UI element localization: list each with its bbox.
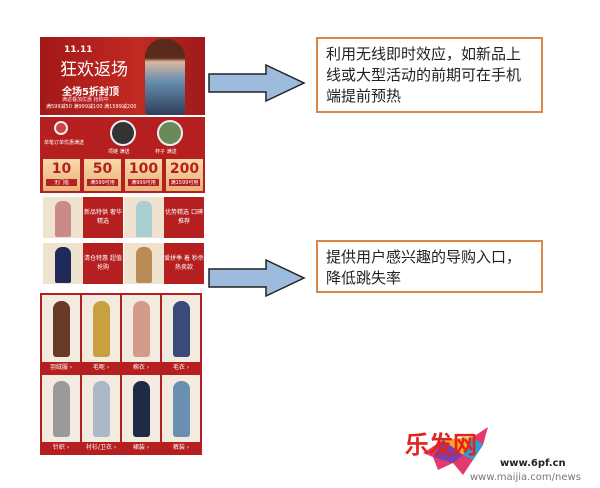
coupon-value: 100	[128, 161, 159, 177]
category-tile[interactable]: 衬衫/卫衣 ›	[82, 375, 120, 453]
gift-icon	[54, 121, 68, 135]
category-tile[interactable]: 羽绒服 ›	[42, 295, 80, 373]
model-image	[136, 247, 152, 283]
category-tile[interactable]: 裤装 ›	[162, 375, 200, 453]
category-label: 针织 ›	[42, 442, 80, 453]
coupon[interactable]: 10 无门槛	[43, 159, 80, 191]
model-image	[145, 39, 185, 115]
category-label: 衬衫/卫衣 ›	[82, 442, 120, 453]
callout-box: 提供用户感兴趣的导购入口，降低跳失率	[316, 240, 543, 293]
promo-tile[interactable]: 新品特供 奢华精选	[43, 197, 123, 238]
category-tile[interactable]: 针织 ›	[42, 375, 80, 453]
watermark-url: www.maijia.com/news	[470, 472, 581, 483]
coupon[interactable]: 200 满1599可用	[166, 159, 203, 191]
category-tile[interactable]: 裙装 ›	[122, 375, 160, 453]
banner-subtitle: 全场5折封顶	[62, 87, 119, 98]
coupon-note: 满1599可用	[169, 179, 200, 186]
category-tile[interactable]: 棉衣 ›	[122, 295, 160, 373]
category-tile[interactable]: 毛衣 ›	[162, 295, 200, 373]
tile-text: 清仓特惠 超值抢购	[83, 243, 123, 284]
category-label: 羽绒服 ›	[42, 362, 80, 373]
banner-note: 满返叠加优惠 抢购中	[62, 97, 109, 103]
arrow-right-icon	[208, 258, 306, 298]
promo-tile[interactable]: 清仓特惠 超值抢购	[43, 243, 123, 284]
promo-headline: 单笔订单优惠满送	[44, 140, 85, 146]
bull-logo-icon	[423, 427, 488, 475]
banner-coupons: 满599减50 满999减100 满1599减200	[46, 104, 137, 110]
category-label: 裤装 ›	[162, 442, 200, 453]
category-label: 毛呢 ›	[82, 362, 120, 373]
coupon-value: 50	[92, 161, 113, 177]
coupon-value: 200	[169, 161, 200, 177]
model-image	[136, 201, 152, 237]
promo-panel: 单笔订单优惠满送 项链 满送 杯子 满送 10 无门槛 50 满599可用 100 满…	[40, 117, 205, 193]
model-image	[93, 381, 110, 437]
coupon[interactable]: 100 满999可用	[125, 159, 162, 191]
necklace-image	[110, 120, 136, 146]
coupon-value: 10	[51, 161, 72, 177]
banner-date: 11.11	[64, 45, 93, 55]
model-image	[53, 301, 70, 357]
coupon-note: 满999可用	[128, 179, 159, 186]
watermark-brand: 乐发网	[405, 430, 477, 459]
promo-tile[interactable]: 爱拼季 着 秒杀热卖款	[124, 243, 204, 284]
promo-item: 杯子 满送	[155, 149, 177, 155]
model-image	[93, 301, 110, 357]
tile-text: 爱拼季 着 秒杀热卖款	[164, 243, 204, 284]
category-label: 裙装 ›	[122, 442, 160, 453]
coupon[interactable]: 50 满599可用	[84, 159, 121, 191]
cup-image	[157, 120, 183, 146]
model-image	[55, 247, 71, 283]
category-label: 棉衣 ›	[122, 362, 160, 373]
promo-item: 项链 满送	[108, 149, 130, 155]
tile-text: 优势精选 口碑推荐	[164, 197, 204, 238]
tile-text: 新品特供 奢华精选	[83, 197, 123, 238]
arrow-right-icon	[208, 63, 306, 103]
category-tile[interactable]: 毛呢 ›	[82, 295, 120, 373]
callout-text: 利用无线即时效应，如新品上线或大型活动的前期可在手机端提前预热	[326, 45, 522, 105]
coupon-note: 无门槛	[46, 179, 77, 186]
category-label: 毛衣 ›	[162, 362, 200, 373]
watermark-url: www.6pf.cn	[500, 458, 566, 469]
promo-tile[interactable]: 优势精选 口碑推荐	[124, 197, 204, 238]
model-image	[133, 381, 150, 437]
model-image	[173, 301, 190, 357]
hero-banner: 11.11 狂欢返场 全场5折封顶 满返叠加优惠 抢购中 满599减50 满99…	[40, 37, 205, 115]
model-image	[53, 381, 70, 437]
callout-text: 提供用户感兴趣的导购入口，降低跳失率	[326, 248, 522, 287]
coupon-note: 满599可用	[87, 179, 118, 186]
category-grid: 羽绒服 ›毛呢 ›棉衣 ›毛衣 › 针织 ›衬衫/卫衣 ›裙装 ›裤装 ›	[40, 293, 202, 455]
model-image	[173, 381, 190, 437]
model-image	[133, 301, 150, 357]
banner-title: 狂欢返场	[60, 60, 128, 80]
model-image	[55, 201, 71, 237]
callout-box: 利用无线即时效应，如新品上线或大型活动的前期可在手机端提前预热	[316, 37, 543, 113]
